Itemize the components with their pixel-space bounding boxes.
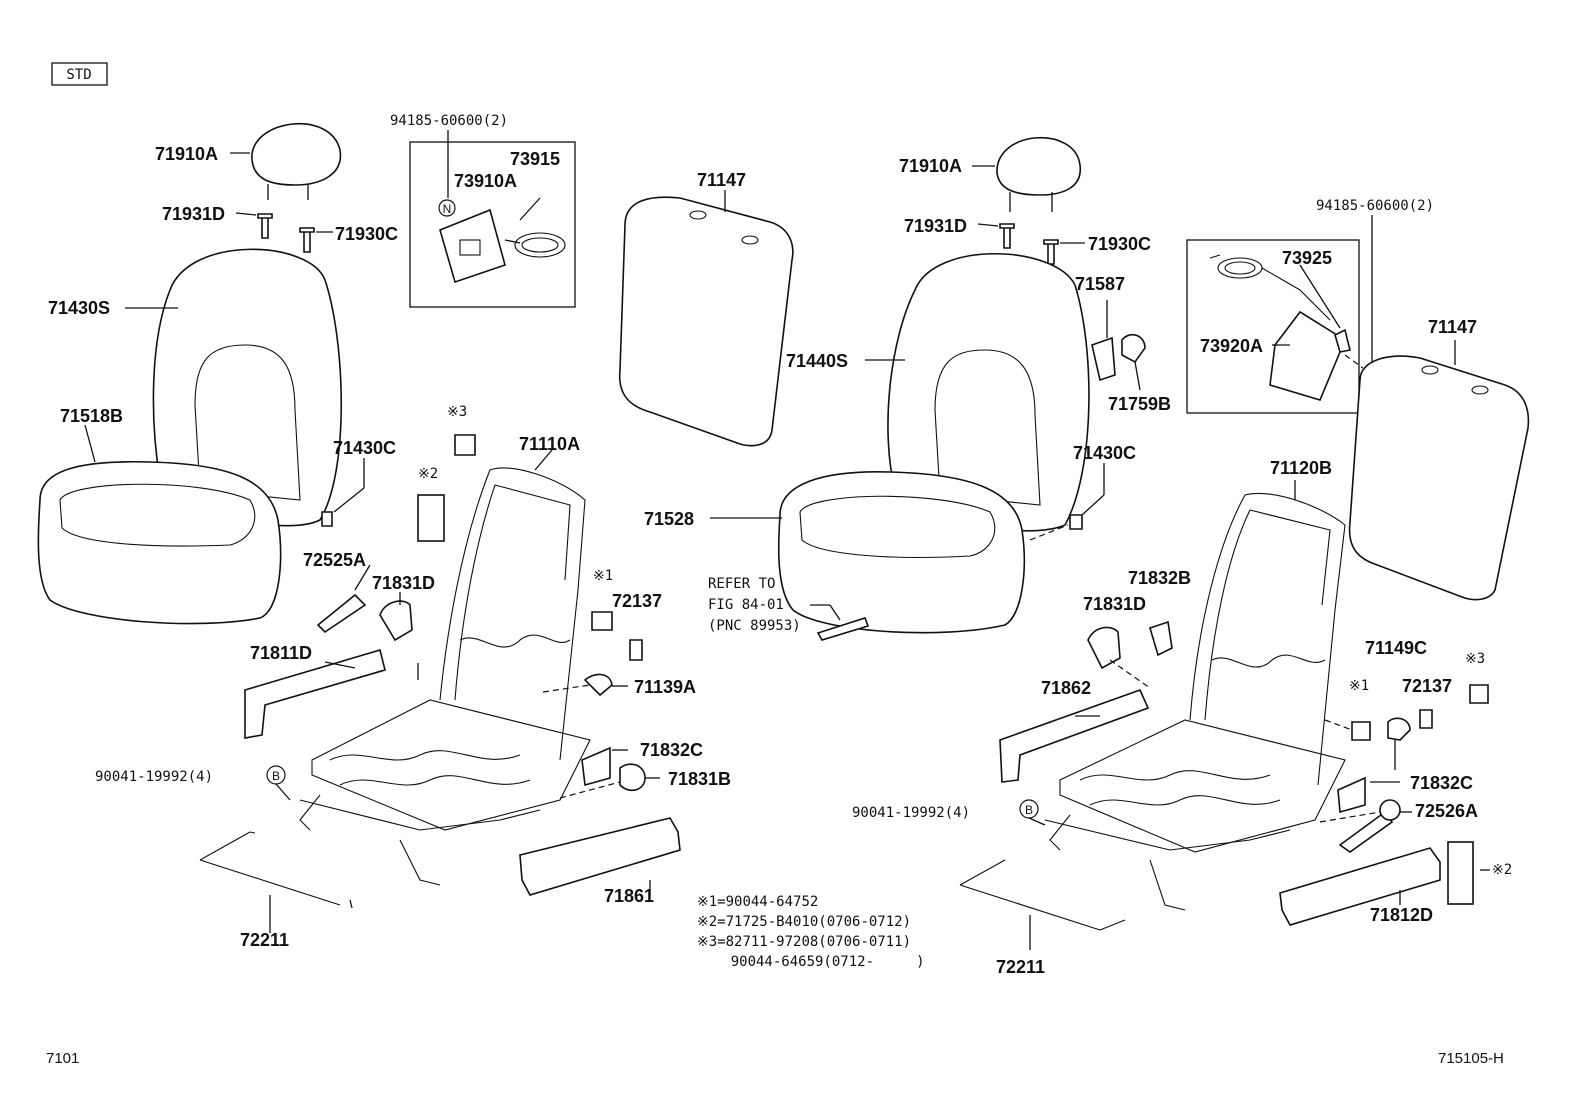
right-label-cover-d: 71831D (1083, 594, 1146, 614)
right-label-lever: 72526A (1415, 801, 1478, 821)
left-cushion-shape (37, 460, 282, 625)
left-label-note3: ※3 (447, 404, 467, 420)
note-4: 90044-64659(0712- ) (697, 954, 925, 970)
left-seat-assembly: N B (37, 122, 681, 933)
left-headrest-shape (251, 122, 342, 186)
notes-block: ※1=90044-64752 ※2=71725-B4010(0706-0712)… (697, 894, 925, 970)
right-label-shield: 71812D (1370, 905, 1433, 925)
right-label-pad-right: 71147 (1428, 317, 1477, 337)
left-label-cover-c: 71832C (640, 740, 703, 760)
left-label-guide-d: 71931D (162, 204, 225, 224)
right-label-clip-b: 71759B (1108, 394, 1171, 414)
left-label-cover-cushion: 71518B (60, 406, 123, 426)
left-label-bolt: 90041-19992(4) (95, 769, 213, 785)
left-label-lever: 72525A (303, 550, 366, 570)
right-frame-shape (1189, 492, 1346, 786)
right-label-guide-d: 71931D (904, 216, 967, 236)
right-label-cushion: 71528 (644, 509, 694, 529)
left-label-cover-back: 71430S (48, 298, 110, 318)
right-label-bolt: 90041-19992(4) (852, 805, 970, 821)
right-label-frame: 71120B (1270, 458, 1332, 478)
left-label-rod: 72211 (240, 930, 289, 950)
refer-line2: FIG 84-01 (708, 597, 784, 613)
refer-line3: (PNC 89953) (708, 618, 801, 634)
left-label-note2: ※2 (418, 466, 438, 482)
refer-line1: REFER TO (708, 576, 775, 592)
left-mark-n: N (443, 202, 452, 216)
right-label-shield-outer: 71862 (1041, 678, 1091, 698)
left-label-cover-a: 71139A (634, 677, 696, 697)
left-mark-b: B (272, 769, 280, 783)
right-label-note1: ※1 (1349, 678, 1369, 694)
right-label-clip: 71587 (1075, 274, 1125, 294)
right-label-sensor-ref: 94185-60600(2) (1316, 198, 1434, 214)
left-frame-shape (439, 467, 586, 761)
center-label-pad: 71147 (697, 170, 746, 190)
std-badge-label: STD (66, 67, 91, 83)
right-label-note2: ※2 (1492, 862, 1512, 878)
left-label-cover-b: 71831B (668, 769, 731, 789)
note-3: ※3=82711-97208(0706-0711) (697, 934, 911, 950)
right-label-note3: ※3 (1465, 651, 1485, 667)
right-label-stop: 72137 (1402, 676, 1452, 696)
right-cushion-shape (777, 471, 1026, 634)
right-labels: 71910A 71931D 71930C 71440S 71587 71759B… (644, 156, 1512, 977)
left-label-cover-d: 71831D (372, 573, 435, 593)
left-labels: 71910A 71931D 71930C 71430S 71518B 71430… (48, 113, 731, 950)
right-label-cover-b: 71832B (1128, 568, 1191, 588)
note-2: ※2=71725-B4010(0706-0712) (697, 914, 911, 930)
right-seat-assembly: N B (710, 136, 1530, 950)
left-label-sensor-ref: 94185-60600(2) (390, 113, 508, 129)
footer-right: 715105-H (1438, 1050, 1504, 1067)
right-label-headrest: 71910A (899, 156, 962, 176)
center-pad: 71147 (618, 170, 794, 447)
note-1: ※1=90044-64752 (697, 894, 818, 910)
right-label-rod: 72211 (996, 957, 1045, 977)
left-label-shield-outer: 71811D (250, 643, 312, 663)
left-label-sensor: 73910A (454, 171, 517, 191)
left-label-note1: ※1 (593, 568, 613, 584)
right-label-cover-back: 71440S (786, 351, 848, 371)
right-label-guide-c: 71930C (1088, 234, 1151, 254)
left-label-frame: 71110A (519, 434, 580, 454)
left-label-hook: 71430C (333, 438, 396, 458)
left-label-headrest: 71910A (155, 144, 218, 164)
right-mark-b: B (1025, 803, 1033, 817)
right-label-sensor: 73920A (1200, 336, 1263, 356)
left-label-stop: 72137 (612, 591, 662, 611)
left-label-guide-c: 71930C (335, 224, 398, 244)
right-headrest-shape (996, 136, 1081, 196)
refer-to-note: REFER TO FIG 84-01 (PNC 89953) (708, 576, 801, 634)
std-badge: STD (51, 62, 108, 86)
right-label-cover-c149: 71149C (1365, 638, 1427, 658)
left-label-harness: 73915 (510, 149, 560, 169)
right-label-hook: 71430C (1073, 443, 1136, 463)
right-label-harness: 73925 (1282, 248, 1332, 268)
left-label-shield-inner: 71861 (604, 886, 654, 906)
right-label-cover-c: 71832C (1410, 773, 1473, 793)
footer-left: 7101 (46, 1050, 79, 1067)
